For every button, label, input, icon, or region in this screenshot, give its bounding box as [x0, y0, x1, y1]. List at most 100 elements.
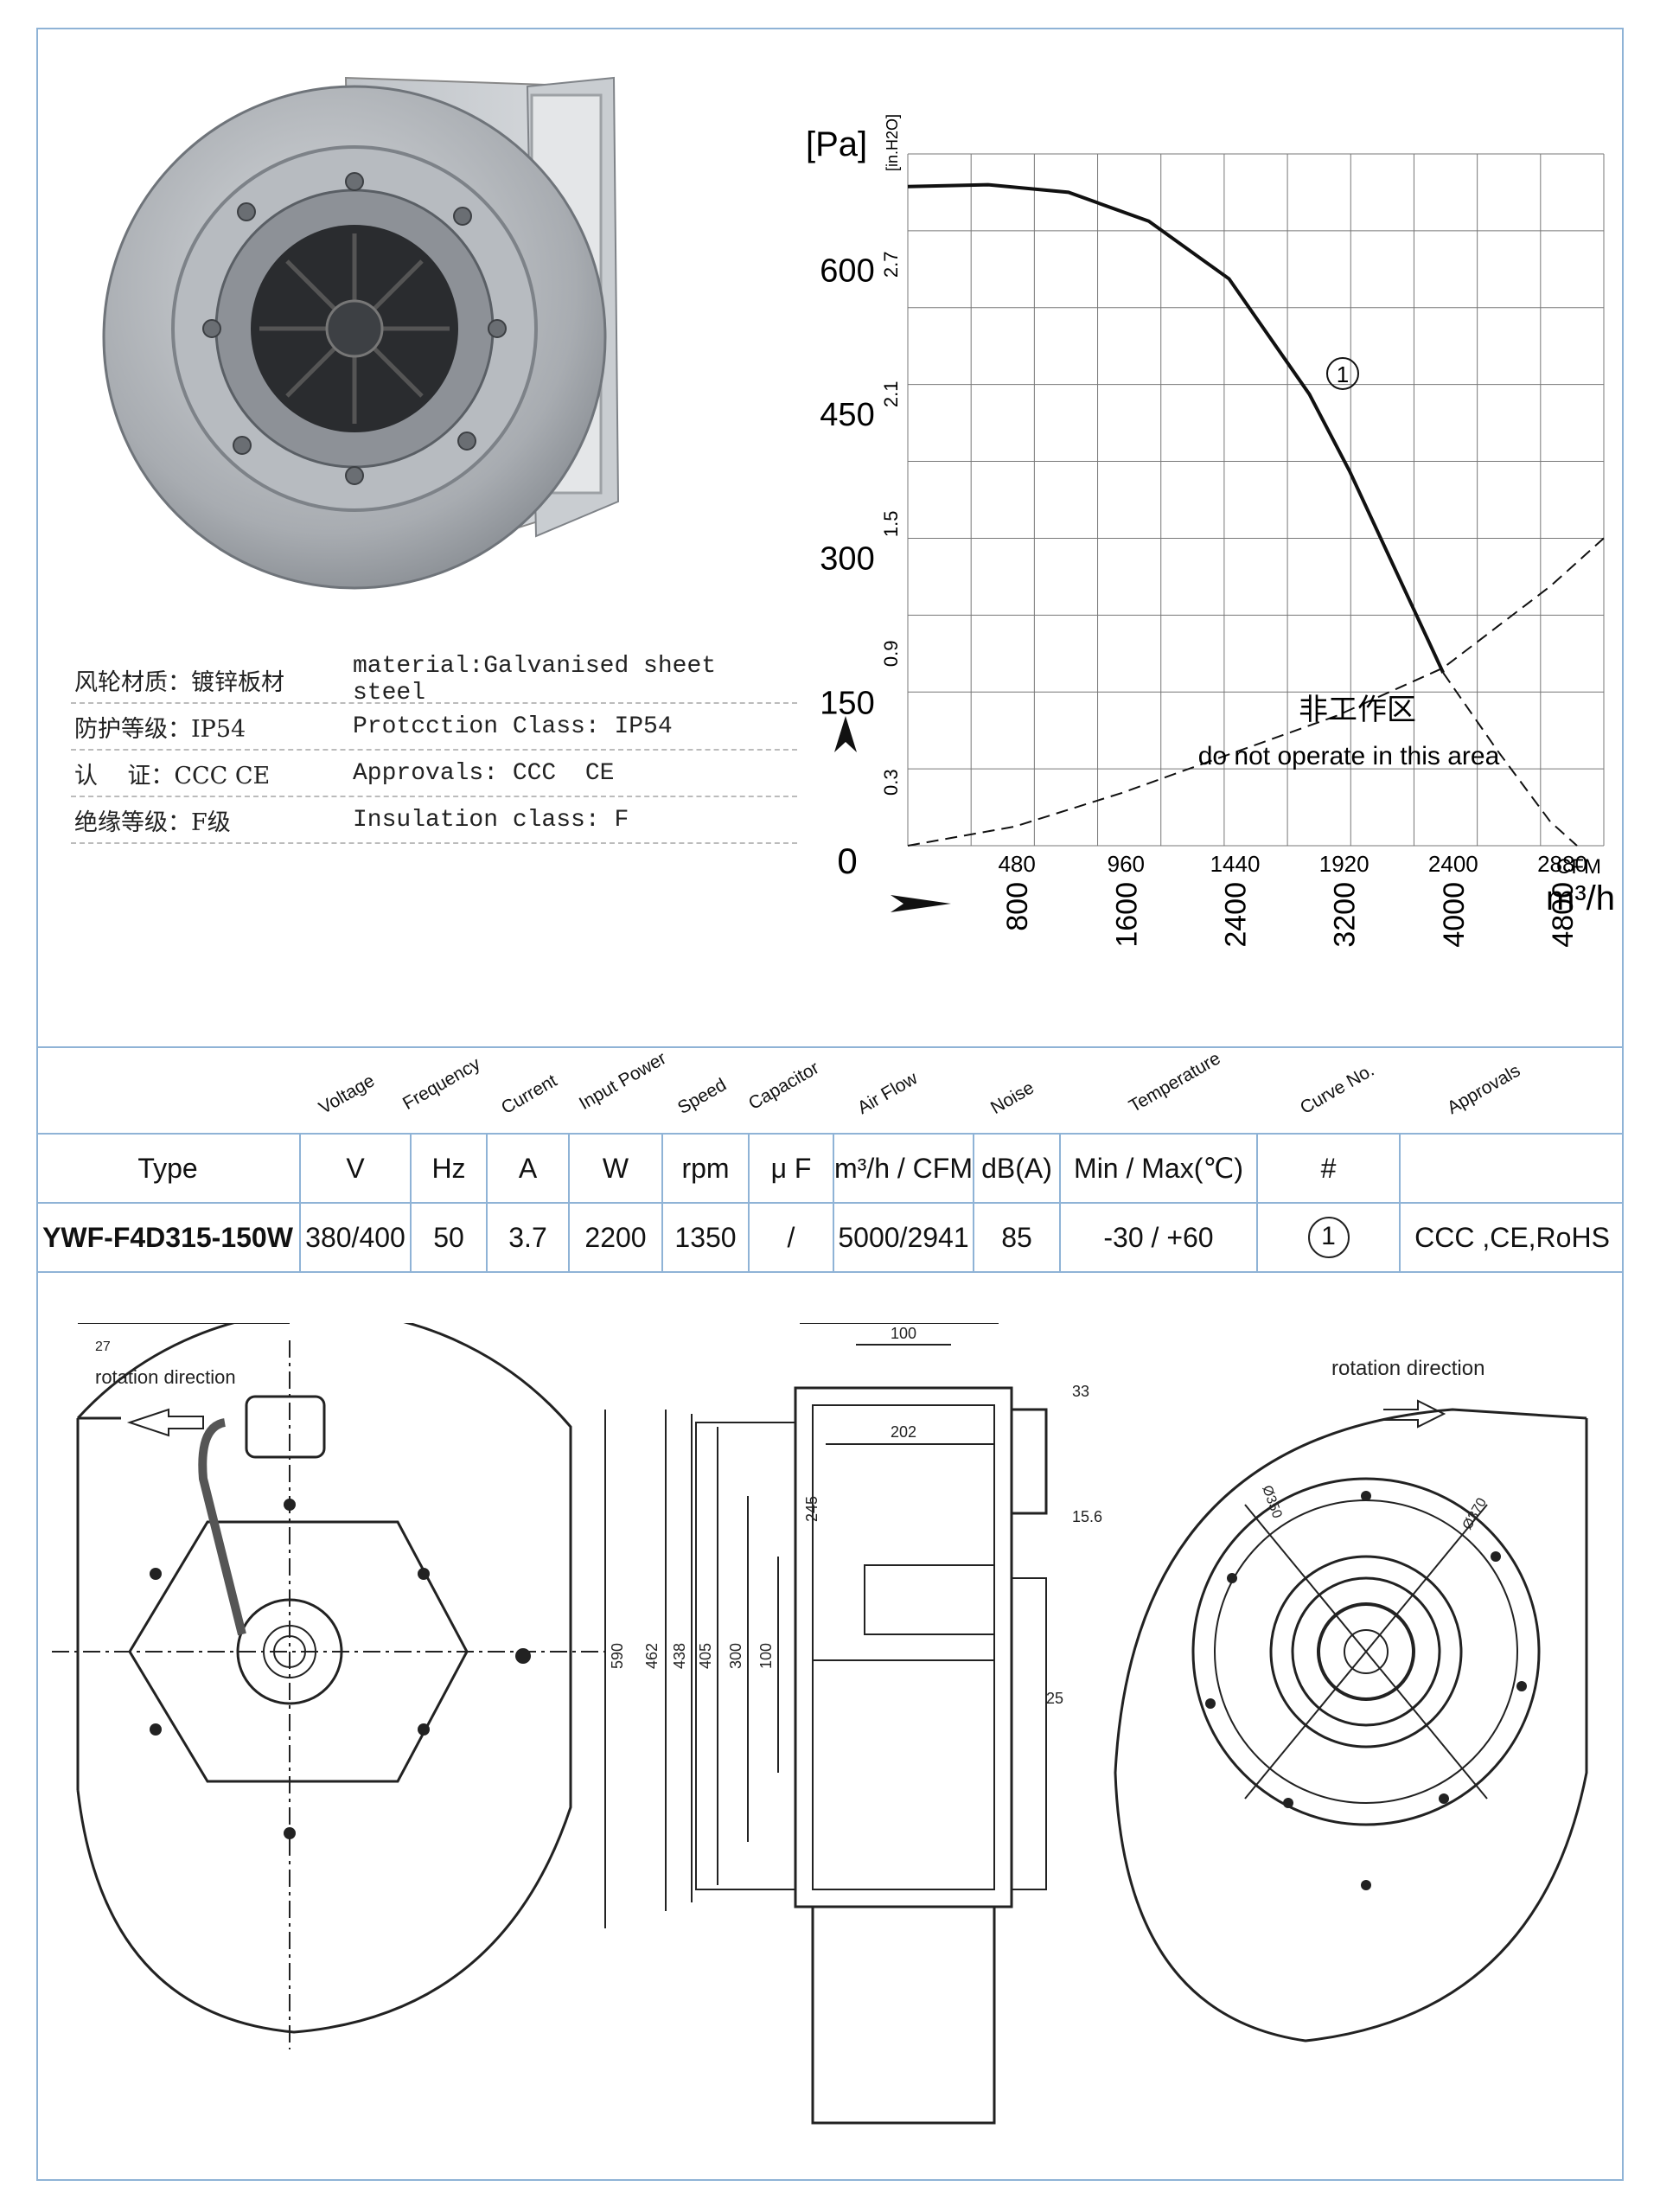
table-row: YWF-F4D315-150W 380/400 50 3.7 2200 1350… — [36, 1202, 1624, 1273]
approvals-cell: CCC ,CE,RoHS — [1399, 1202, 1624, 1273]
noise-cell: 85 — [973, 1202, 1060, 1273]
spec-row: 风轮材质：镀锌板材 material:Galvanised sheet stee… — [71, 653, 797, 706]
y-arrow-icon — [834, 716, 857, 752]
x-tick-m3h: 800 — [1001, 882, 1034, 931]
header-voltage: Voltage — [316, 1071, 379, 1119]
x-tick-cfm: 480 — [998, 851, 1035, 877]
origin-label: 0 — [837, 841, 857, 881]
x-tick-m3h: 4000 — [1438, 882, 1471, 948]
spec-row: 绝缘等级：F级 Insulation class: F — [71, 797, 797, 844]
header-noise: Noise — [987, 1077, 1038, 1119]
x-tick-m3h: 4800 — [1547, 882, 1580, 948]
y-tick-inh2o: 2.1 — [880, 380, 902, 407]
dim-33: 33 — [1072, 1383, 1089, 1400]
unit-cell: Min / Max(℃) — [1059, 1133, 1257, 1204]
dim-590: 590 — [609, 1643, 626, 1669]
frequency-cell: 50 — [410, 1202, 487, 1273]
header-input-power: Input Power — [576, 1048, 670, 1115]
y-tick-pa: 450 — [820, 397, 874, 433]
x-tick-cfm: 2400 — [1428, 851, 1478, 877]
dim-300: 300 — [727, 1643, 744, 1669]
y-tick-inh2o: 1.5 — [880, 510, 902, 537]
type-header: Type — [36, 1133, 300, 1204]
dim-438: 438 — [671, 1643, 688, 1669]
spec-material-en: material:Galvanised sheet steel — [353, 653, 717, 706]
unit-cell: m³/h / CFM — [833, 1133, 974, 1204]
spec-material-cn: 风轮材质：镀锌板材 — [74, 668, 284, 696]
rotation-arrow-icon — [1383, 1399, 1446, 1429]
y-axis-label-pa: [Pa] — [806, 125, 867, 163]
x-tick-cfm: 2880 — [1537, 851, 1587, 877]
curve-no-cell: 1 — [1256, 1202, 1400, 1273]
spec-insulation-cn: 绝缘等级：F级 — [74, 809, 231, 836]
type-cell: YWF-F4D315-150W — [36, 1202, 300, 1273]
spec-row: 认 证：CCC CE Approvals: CCC CE — [71, 751, 797, 797]
unit-cell: W — [568, 1133, 662, 1204]
unit-cell: A — [486, 1133, 569, 1204]
chart-grid — [907, 153, 1605, 847]
no-operate-cn: 非工作区 — [1299, 694, 1416, 726]
current-cell: 3.7 — [486, 1202, 569, 1273]
voltage-cell: 380/400 — [299, 1202, 411, 1273]
dim-245: 245 — [803, 1496, 820, 1522]
spec-protection-cn: 防护等级：IP54 — [74, 715, 246, 743]
dim-202: 202 — [891, 1423, 916, 1441]
units-row: Type V Hz A W rpm μ F m³/h / CFM dB(A) M… — [36, 1133, 1624, 1204]
front-view: 536 248 27 590 rotation direction — [52, 1323, 626, 2049]
power-cell: 2200 — [568, 1202, 662, 1273]
spec-table: Type V Hz A W rpm μ F m³/h / CFM dB(A) M… — [36, 1133, 1624, 1273]
spec-row: 防护等级：IP54 Protcction Class: IP54 — [71, 704, 797, 751]
spec-approvals-en: Approvals: CCC CE — [353, 759, 615, 787]
header-frequency: Frequency — [399, 1053, 484, 1115]
dim-462: 462 — [643, 1643, 661, 1669]
rotation-arrow-icon — [126, 1408, 204, 1437]
chart-series — [907, 182, 1605, 847]
y-tick-pa: 600 — [820, 253, 874, 289]
header-curve-no: Curve No. — [1297, 1059, 1378, 1119]
spec-list: 风轮材质：镀锌板材 material:Galvanised sheet stee… — [71, 653, 797, 844]
x-tick-cfm: 1440 — [1210, 851, 1261, 877]
y-tick-inh2o: 2.7 — [880, 251, 902, 278]
dim-25: 25 — [1046, 1690, 1063, 1707]
no-operate-en: do not operate in this area — [1198, 742, 1500, 770]
product-photo — [102, 76, 620, 590]
series-line — [907, 537, 1605, 847]
header-current: Current — [498, 1071, 561, 1119]
unit-cell: μ F — [748, 1133, 833, 1204]
x-tick-cfm: 960 — [1108, 851, 1145, 877]
dim-405: 405 — [697, 1643, 714, 1669]
technical-drawings: 536 248 27 590 rotation direction 262 23… — [52, 1323, 1588, 2125]
unit-cell: dB(A) — [973, 1133, 1060, 1204]
y-tick-inh2o: 0.9 — [880, 640, 902, 667]
series-line — [1442, 672, 1578, 847]
x-tick-m3h: 1600 — [1110, 882, 1143, 948]
unit-cell: # — [1256, 1133, 1400, 1204]
airflow-cell: 5000/2941 — [833, 1202, 974, 1273]
dim-15-6: 15.6 — [1072, 1508, 1102, 1525]
spec-protection-en: Protcction Class: IP54 — [353, 713, 673, 740]
capacitor-cell: / — [748, 1202, 833, 1273]
y-axis-label-inh2o: [in.H2O] — [884, 114, 901, 171]
back-view: Ø350 Ø370 rotation direction — [1114, 1357, 1588, 2043]
y-tick-pa: 150 — [820, 685, 874, 721]
series-line — [907, 182, 1446, 674]
unit-cell: V — [299, 1133, 411, 1204]
speed-cell: 1350 — [661, 1202, 749, 1273]
spec-table-area: Voltage Frequency Current Input Power Sp… — [36, 1046, 1624, 1273]
curve-marker — [1326, 357, 1359, 390]
unit-cell: rpm — [661, 1133, 749, 1204]
x-arrow-icon — [891, 895, 951, 912]
side-view: 262 237 100 202 33 15.6 25 462 438 405 3… — [643, 1323, 1102, 2125]
x-tick-cfm: 1920 — [1319, 851, 1370, 877]
x-unit-m3h: m³/h — [1546, 879, 1615, 917]
x-unit-cfm: CFM — [1556, 855, 1601, 879]
header-approvals: Approvals — [1444, 1060, 1524, 1119]
curve-marker-label: 1 — [1337, 361, 1349, 387]
unit-cell — [1399, 1133, 1624, 1204]
x-tick-m3h: 3200 — [1329, 882, 1362, 948]
y-tick-inh2o: 0.3 — [880, 769, 902, 796]
rotation-label-front: rotation direction — [95, 1366, 236, 1388]
dim-27: 27 — [95, 1339, 111, 1354]
table-top-rule — [36, 1046, 1624, 1048]
